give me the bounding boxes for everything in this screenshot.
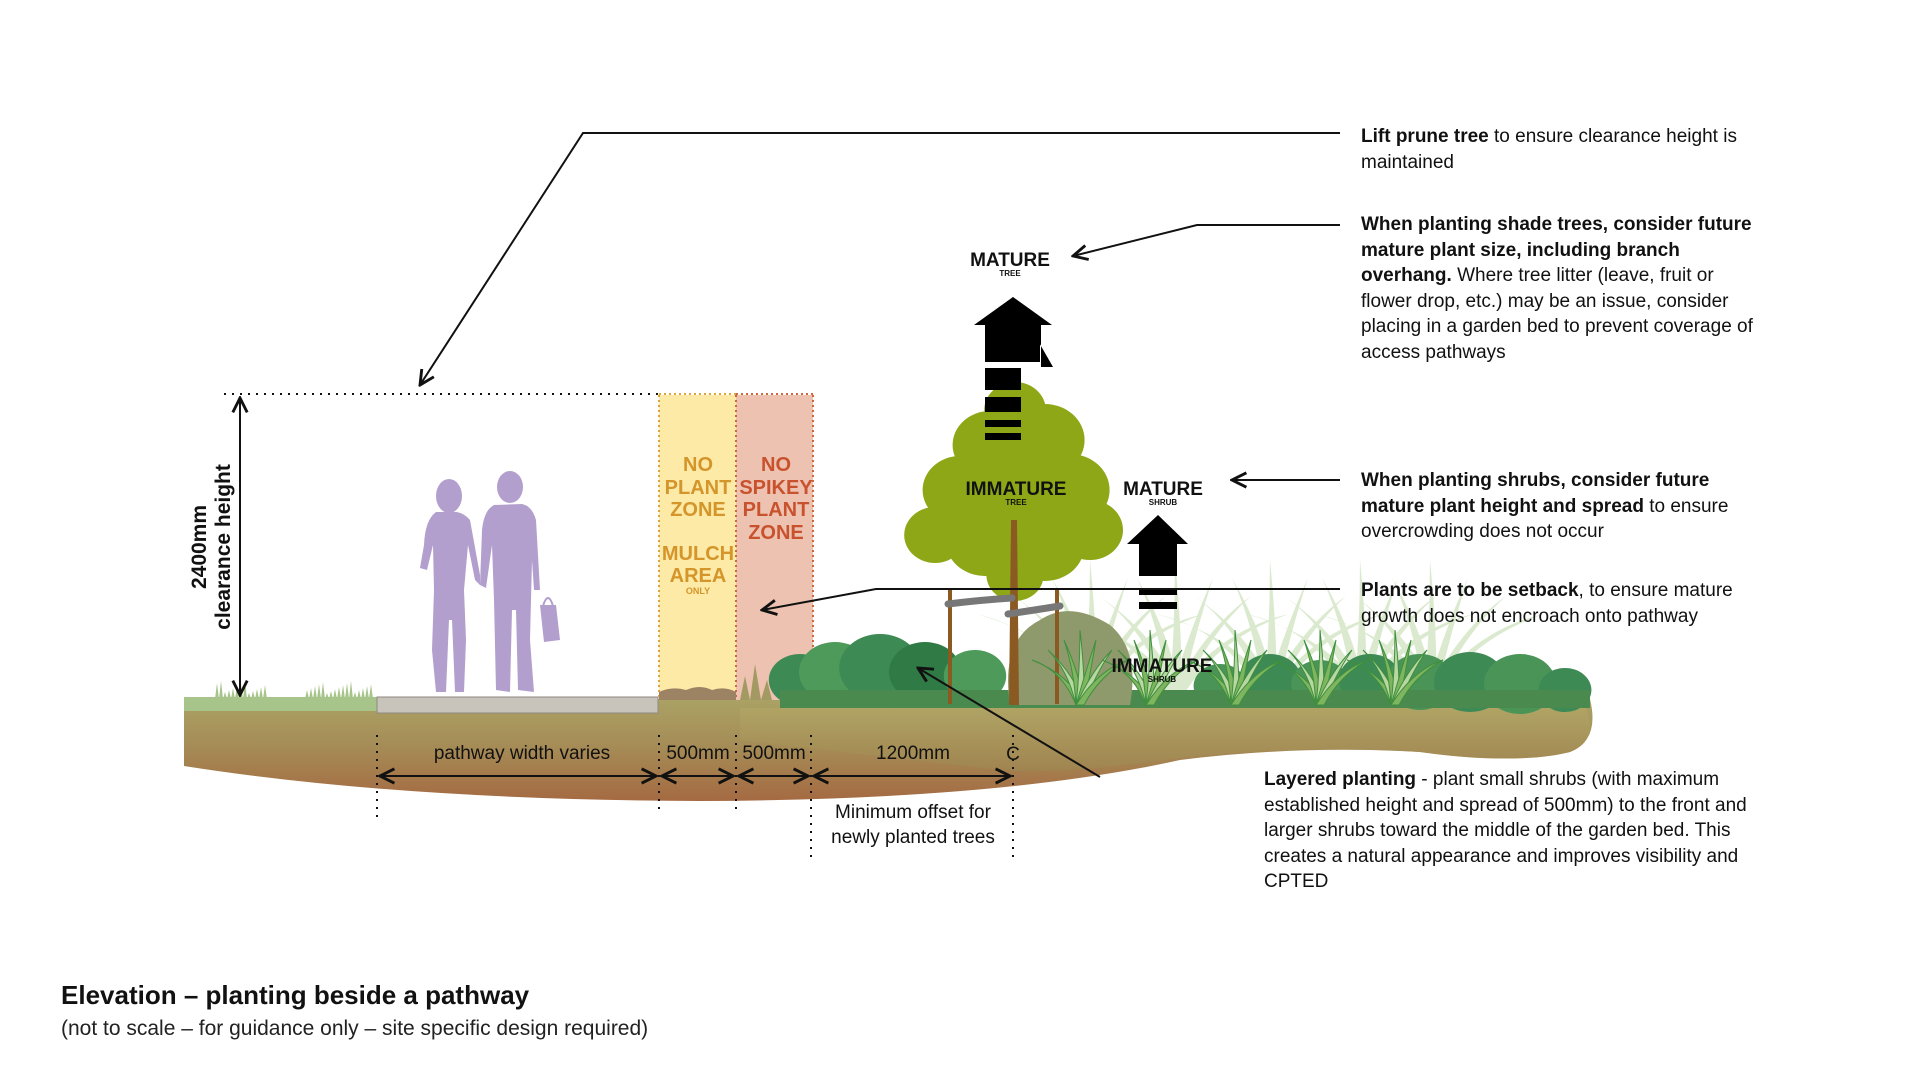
mulch-mound — [659, 687, 736, 700]
man-silhouette — [480, 471, 560, 692]
grass-tuft — [305, 681, 373, 699]
svg-text:NO: NO — [761, 454, 791, 476]
svg-text:clearance height: clearance height — [212, 464, 235, 630]
mature-shrub-label: MATURE SHRUB — [1123, 479, 1203, 507]
svg-text:MATURE: MATURE — [970, 250, 1050, 271]
note-layered-bold: Layered planting — [1264, 769, 1417, 790]
note-layered-planting: Layered planting - plant small shrubs (w… — [1264, 767, 1764, 895]
spiky-leaf — [1145, 659, 1199, 706]
no-plant-zone — [659, 395, 736, 700]
garden-bed-soil — [740, 706, 1590, 772]
svg-text:Minimum offset for: Minimum offset for — [835, 802, 992, 823]
spiky-leaf — [1315, 659, 1369, 706]
tree-tie — [944, 594, 1064, 618]
svg-text:TREE: TREE — [999, 269, 1021, 278]
handbag — [540, 605, 560, 642]
pathway-slab — [376, 696, 659, 714]
note-lift-prune-text: to ensure clearance height is maintained — [1361, 126, 1737, 173]
spiky-leaf — [1230, 659, 1284, 706]
note-layered-text: - plant small shrubs (with maximum estab… — [1264, 769, 1747, 892]
no-spikey-plant-zone — [736, 395, 813, 700]
svg-text:TREE: TREE — [1005, 498, 1027, 507]
dimension-labels: pathway width varies 500mm 500mm 1200mm … — [434, 743, 1020, 848]
svg-text:C: C — [1006, 744, 1020, 765]
svg-text:ZONE: ZONE — [670, 499, 726, 521]
svg-text:ONLY: ONLY — [686, 586, 710, 596]
svg-text:newly planted trees: newly planted trees — [831, 827, 995, 848]
svg-text:PLANT: PLANT — [665, 477, 732, 499]
leader-setback — [762, 588, 1340, 610]
svg-text:500mm: 500mm — [666, 743, 729, 764]
leader-lift-prune — [420, 132, 1340, 385]
note-shade-trees-text: Where tree litter (leave, fruit or flowe… — [1361, 265, 1753, 363]
svg-text:1200mm: 1200mm — [876, 743, 950, 764]
svg-text:AREA: AREA — [670, 565, 727, 587]
immature-shrub-label: IMMATURE SHRUB — [1112, 656, 1213, 684]
immature-tree — [904, 382, 1123, 705]
svg-text:2400mm: 2400mm — [188, 505, 211, 589]
note-shade-trees-bold: When planting shade trees, consider futu… — [1361, 214, 1752, 286]
svg-text:SHRUB: SHRUB — [1149, 498, 1178, 507]
note-setback: Plants are to be setback, to ensure matu… — [1361, 578, 1751, 629]
foliage-clump — [966, 436, 1064, 524]
mature-tree-label: MATURE TREE — [970, 250, 1050, 278]
svg-text:NO: NO — [683, 454, 713, 476]
svg-text:MATURE: MATURE — [1123, 479, 1203, 500]
clearance-label: 2400mm clearance height — [188, 464, 235, 630]
diagram-subtitle: (not to scale – for guidance only – site… — [61, 1017, 649, 1040]
note-shade-trees: When planting shade trees, consider futu… — [1361, 212, 1761, 365]
note-setback-text: , to ensure mature growth does not encro… — [1361, 580, 1733, 627]
spiky-leaf — [1390, 659, 1444, 706]
grass-strip — [184, 697, 378, 711]
svg-text:SPIKEY: SPIKEY — [739, 477, 813, 499]
people-silhouettes — [420, 471, 560, 692]
tree-foliage — [904, 382, 1123, 601]
svg-text:IMMATURE: IMMATURE — [1112, 656, 1213, 677]
leader-layered — [918, 668, 1101, 778]
spiky-shrubs — [1031, 629, 1444, 706]
svg-text:PLANT: PLANT — [743, 499, 810, 521]
no-spikey-zone-label: NO SPIKEY PLANT ZONE — [739, 454, 813, 544]
shrub-blob — [943, 650, 1007, 702]
note-shrubs-bold: When planting shrubs, consider future ma… — [1361, 470, 1710, 517]
shrub-base — [780, 690, 1590, 708]
shrub-growth-arrow — [1127, 515, 1188, 609]
svg-text:500mm: 500mm — [742, 743, 805, 764]
svg-text:ZONE: ZONE — [748, 522, 804, 544]
svg-text:SHRUB: SHRUB — [1148, 675, 1177, 684]
note-shrubs: When planting shrubs, consider future ma… — [1361, 468, 1741, 545]
immature-tree-label: IMMATURE TREE — [966, 479, 1067, 507]
low-grass-in-zone — [740, 664, 772, 700]
note-lift-prune: Lift prune tree to ensure clearance heig… — [1361, 124, 1741, 175]
svg-text:IMMATURE: IMMATURE — [966, 479, 1067, 500]
note-shrubs-text: to ensure overcrowding does not occur — [1361, 495, 1729, 543]
dimension-row — [376, 735, 1014, 860]
leader-lines — [420, 132, 1340, 778]
leader-shade-trees — [1073, 224, 1340, 256]
diagram-title: Elevation – planting beside a pathway — [61, 980, 530, 1010]
note-setback-bold: Plants are to be setback — [1361, 580, 1579, 601]
no-plant-zone-label: NO PLANT ZONE MULCH AREA ONLY — [662, 454, 734, 596]
svg-text:MULCH: MULCH — [662, 543, 734, 565]
svg-text:pathway width varies: pathway width varies — [434, 743, 610, 764]
note-lift-prune-bold: Lift prune tree — [1361, 126, 1489, 147]
woman-silhouette — [420, 479, 480, 692]
tree-growth-arrow — [974, 297, 1053, 440]
ghost-leaf — [1099, 596, 1181, 700]
grass-tufts — [215, 681, 373, 699]
